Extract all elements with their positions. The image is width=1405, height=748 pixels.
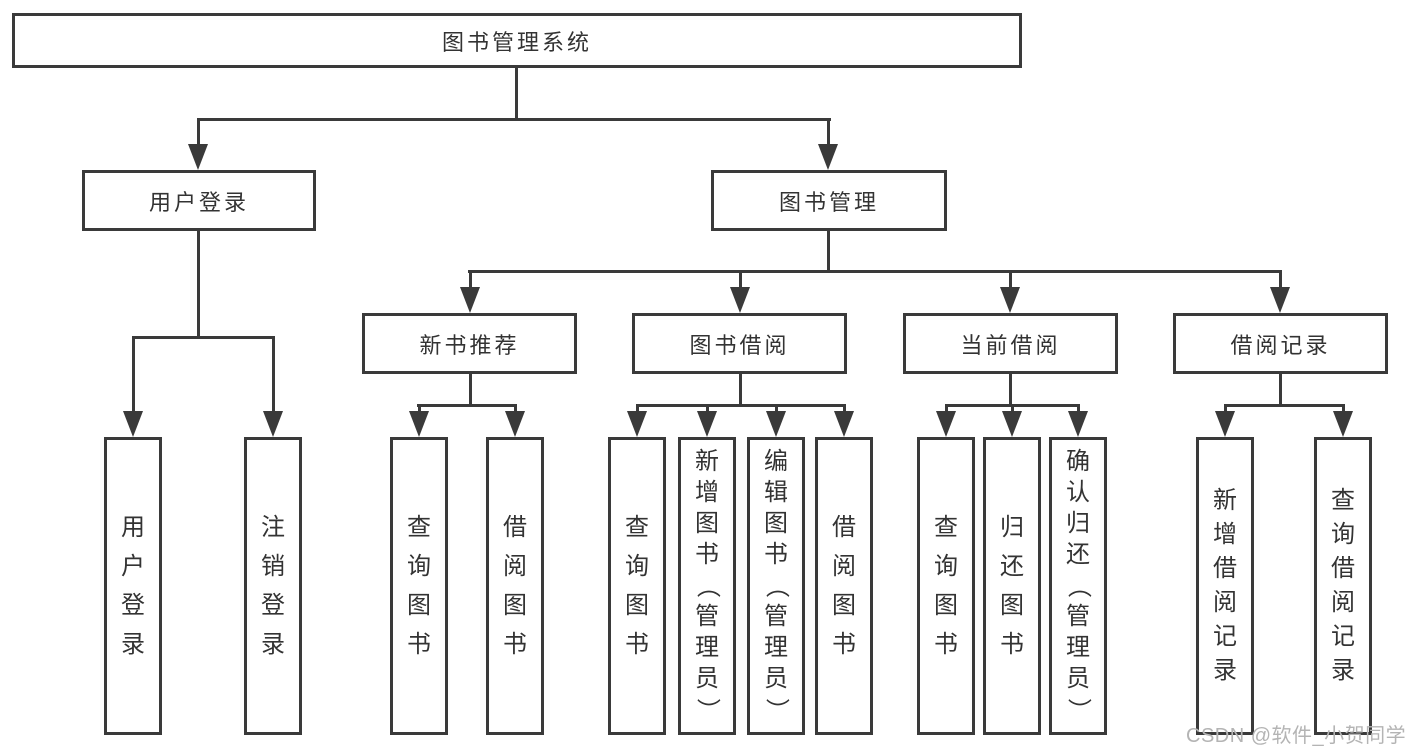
leaf-return-books: 归还图书	[983, 437, 1041, 735]
arrowhead-down-icon	[1068, 411, 1088, 437]
connector	[706, 404, 709, 414]
leaf-borrow-books-2-label: 借阅图书	[832, 513, 856, 658]
connector-user-login-bar	[132, 336, 275, 339]
connector	[1011, 404, 1014, 414]
leaf-return-books-label: 归还图书	[1000, 513, 1024, 658]
connector	[469, 374, 472, 407]
connector	[1009, 270, 1012, 290]
leaf-logout: 注销登录	[244, 437, 302, 735]
node-user-login-label: 用户登录	[148, 189, 249, 215]
leaf-borrow-books-1-label: 借阅图书	[503, 513, 527, 658]
connector	[1279, 374, 1282, 407]
node-borrow-records: 借阅记录	[1173, 313, 1388, 374]
arrowhead-down-icon	[188, 144, 208, 170]
leaf-borrow-books-1: 借阅图书	[486, 437, 544, 735]
node-root: 图书管理系统	[12, 13, 1022, 68]
arrowhead-down-icon	[1002, 411, 1022, 437]
node-borrow-records-label: 借阅记录	[1230, 332, 1331, 358]
arrowhead-down-icon	[505, 411, 525, 437]
node-user-login: 用户登录	[82, 170, 316, 231]
node-new-book-recommend-label: 新书推荐	[419, 332, 520, 358]
node-book-management-label: 图书管理	[778, 189, 879, 215]
csdn-watermark: CSDN @软件_小贺同学	[1186, 725, 1405, 747]
arrowhead-down-icon	[697, 411, 717, 437]
arrowhead-down-icon	[263, 411, 283, 437]
connector	[514, 404, 517, 414]
leaf-confirm-return-admin: 确认归还（管理员）	[1049, 437, 1107, 735]
node-root-label: 图书管理系统	[441, 29, 592, 55]
connector-to-book-management	[827, 118, 830, 146]
connector-root-stem	[515, 68, 518, 121]
leaf-query-books-1-label: 查询图书	[407, 513, 431, 658]
node-current-borrow-label: 当前借阅	[960, 332, 1061, 358]
connector-book-management-bar	[468, 270, 1281, 273]
arrowhead-down-icon	[730, 287, 750, 313]
node-book-borrow: 图书借阅	[632, 313, 847, 374]
connector-root-bar	[197, 118, 831, 121]
connector	[739, 270, 742, 290]
connector	[132, 336, 135, 413]
node-current-borrow: 当前借阅	[903, 313, 1118, 374]
connector	[1342, 404, 1345, 414]
arrowhead-down-icon	[1333, 411, 1353, 437]
leaf-query-books-2-label: 查询图书	[625, 513, 649, 658]
connector	[775, 404, 778, 414]
leaf-query-books-3: 查询图书	[917, 437, 975, 735]
leaf-borrow-books-2: 借阅图书	[815, 437, 873, 735]
arrowhead-down-icon	[1215, 411, 1235, 437]
arrowhead-down-icon	[123, 411, 143, 437]
leaf-query-books-3-label: 查询图书	[934, 513, 958, 658]
connector	[636, 404, 639, 414]
connector	[1224, 404, 1227, 414]
connector	[636, 404, 846, 407]
leaf-confirm-return-admin-label: 确认归还（管理员）	[1065, 448, 1092, 723]
connector	[945, 404, 948, 414]
connector	[418, 404, 421, 414]
leaf-add-books-admin-label: 新增图书（管理员）	[694, 448, 721, 723]
node-book-borrow-label: 图书借阅	[689, 332, 790, 358]
connector-user-login-stem	[197, 231, 200, 339]
connector	[272, 336, 275, 413]
connector	[843, 404, 846, 414]
arrowhead-down-icon	[834, 411, 854, 437]
connector-book-management-stem	[827, 231, 830, 273]
leaf-user-login: 用户登录	[104, 437, 162, 735]
connector	[1279, 270, 1282, 290]
leaf-logout-label: 注销登录	[261, 513, 285, 658]
arrowhead-down-icon	[460, 287, 480, 313]
arrowhead-down-icon	[766, 411, 786, 437]
connector	[417, 404, 517, 407]
arrowhead-down-icon	[409, 411, 429, 437]
connector-to-user-login	[197, 118, 200, 146]
leaf-query-borrow-record: 查询借阅记录	[1314, 437, 1372, 735]
leaf-edit-books-admin: 编辑图书（管理员）	[747, 437, 805, 735]
leaf-add-books-admin: 新增图书（管理员）	[678, 437, 736, 735]
leaf-add-borrow-record: 新增借阅记录	[1196, 437, 1254, 735]
connector	[739, 374, 742, 407]
connector	[1077, 404, 1080, 414]
leaf-edit-books-admin-label: 编辑图书（管理员）	[763, 448, 790, 723]
leaf-user-login-label: 用户登录	[121, 513, 145, 658]
connector	[469, 270, 472, 290]
arrowhead-down-icon	[818, 144, 838, 170]
arrowhead-down-icon	[627, 411, 647, 437]
arrowhead-down-icon	[936, 411, 956, 437]
connector	[1224, 404, 1345, 407]
leaf-query-borrow-record-label: 查询借阅记录	[1331, 487, 1355, 684]
leaf-query-books-2: 查询图书	[608, 437, 666, 735]
leaf-query-books-1: 查询图书	[390, 437, 448, 735]
node-book-management: 图书管理	[711, 170, 947, 231]
arrowhead-down-icon	[1270, 287, 1290, 313]
leaf-add-borrow-record-label: 新增借阅记录	[1213, 487, 1237, 684]
connector	[1009, 374, 1012, 407]
node-new-book-recommend: 新书推荐	[362, 313, 577, 374]
arrowhead-down-icon	[1000, 287, 1020, 313]
